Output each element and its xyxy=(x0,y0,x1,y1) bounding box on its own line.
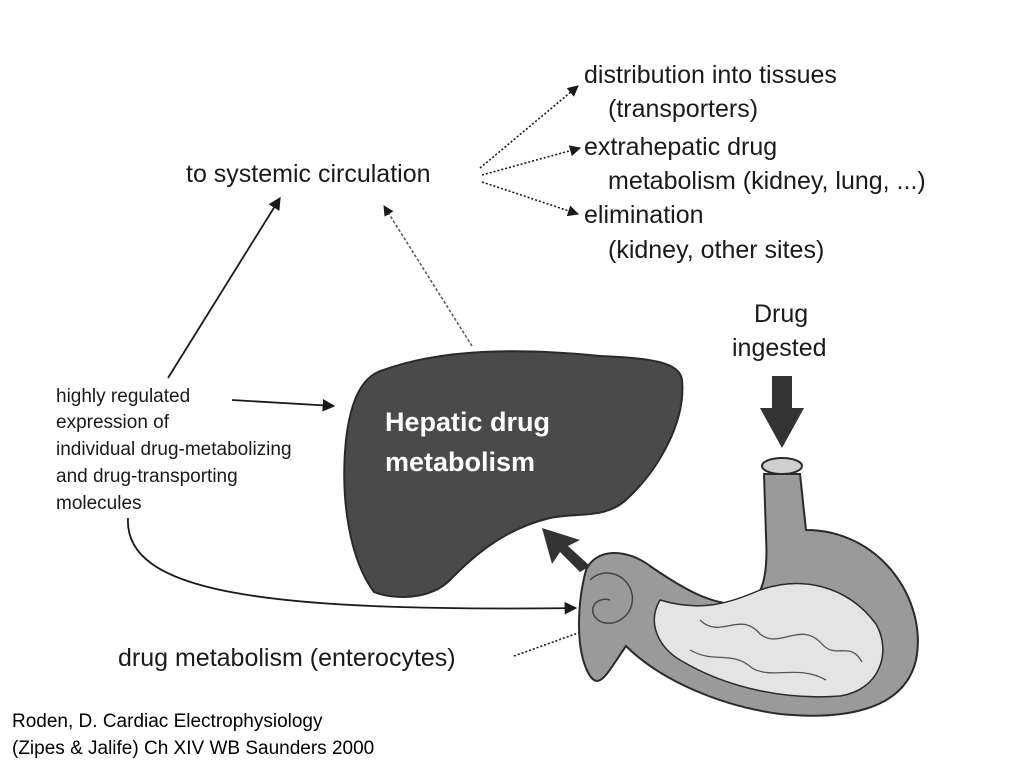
arrow-regulation-to-intestine xyxy=(127,517,578,615)
destination-extrahepatic: extrahepatic drug xyxy=(584,133,777,161)
regulation-line2: expression of xyxy=(56,412,170,433)
destination-distribution-detail: (transporters) xyxy=(608,95,758,123)
stomach-folds xyxy=(689,619,863,681)
regulation-line1: highly regulated xyxy=(56,386,190,407)
liver-shape xyxy=(343,350,684,598)
arrow-to-distribution xyxy=(479,85,579,169)
regulation-line5: molecules xyxy=(56,493,142,514)
drug-label-line1: Drug xyxy=(754,300,808,328)
destination-extrahepatic-detail: metabolism (kidney, lung, ...) xyxy=(608,167,926,195)
liver-label-line1: Hepatic drug xyxy=(385,407,550,437)
circulation-label: to systemic circulation xyxy=(186,160,431,188)
arrow-intestine-to-liver xyxy=(542,528,590,572)
destination-elimination: elimination xyxy=(584,201,704,229)
enterocyte-label: drug metabolism (enterocytes) xyxy=(118,644,456,672)
regulation-line3: individual drug-metabolizing xyxy=(56,439,292,460)
destination-distribution: distribution into tissues xyxy=(584,61,837,89)
liver-label-line2: metabolism xyxy=(385,447,535,477)
esophagus-opening xyxy=(761,457,803,475)
stomach-lining xyxy=(653,582,884,698)
arrow-liver-to-circulation xyxy=(383,205,473,347)
intestine-coil xyxy=(589,572,634,625)
regulation-line4: and drug-transporting xyxy=(56,466,238,487)
drug-ingested-arrow xyxy=(760,376,804,448)
arrow-to-elimination xyxy=(481,181,580,217)
citation-line1: Roden, D. Cardiac Electrophysiology xyxy=(12,711,323,732)
citation-line2: (Zipes & Jalife) Ch XIV WB Saunders 2000 xyxy=(12,738,375,759)
drug-label-line2: ingested xyxy=(732,334,827,362)
arrow-regulation-to-liver xyxy=(231,399,336,412)
destination-elimination-detail: (kidney, other sites) xyxy=(608,236,824,264)
citation: Roden, D. Cardiac Electrophysiology (Zip… xyxy=(12,708,374,762)
arrow-to-extrahepatic xyxy=(481,145,582,176)
arrow-regulation-to-circulation xyxy=(167,196,281,379)
